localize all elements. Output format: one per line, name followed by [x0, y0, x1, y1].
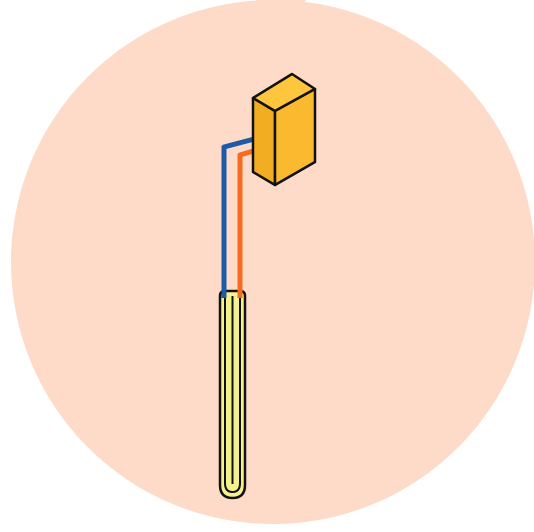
- connector-block: [251, 72, 317, 187]
- probe-sheath: [218, 289, 247, 500]
- backdrop-circle: [11, 0, 534, 524]
- blue-wire: [221, 135, 259, 298]
- connector-block-left-face: [251, 96, 277, 187]
- sheath-inner-bend: [224, 296, 241, 494]
- backdrop: [11, 0, 534, 524]
- connector-block-front-face: [273, 87, 317, 187]
